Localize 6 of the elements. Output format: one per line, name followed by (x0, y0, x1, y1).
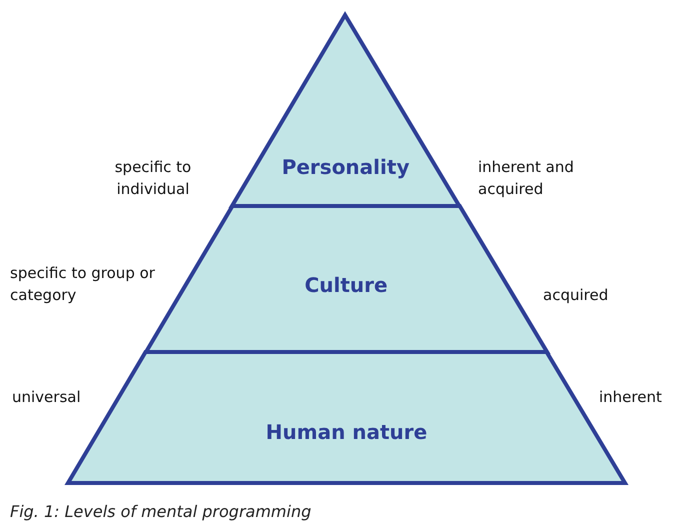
figure-caption: Fig. 1: Levels of mental programming (10, 501, 312, 523)
side-label: specific to individual (114, 157, 192, 200)
side-label: specific to group or category (10, 263, 156, 306)
side-label: universal (12, 387, 82, 408)
side-label: inherent and acquired (478, 157, 575, 200)
side-label: acquired (543, 285, 610, 306)
